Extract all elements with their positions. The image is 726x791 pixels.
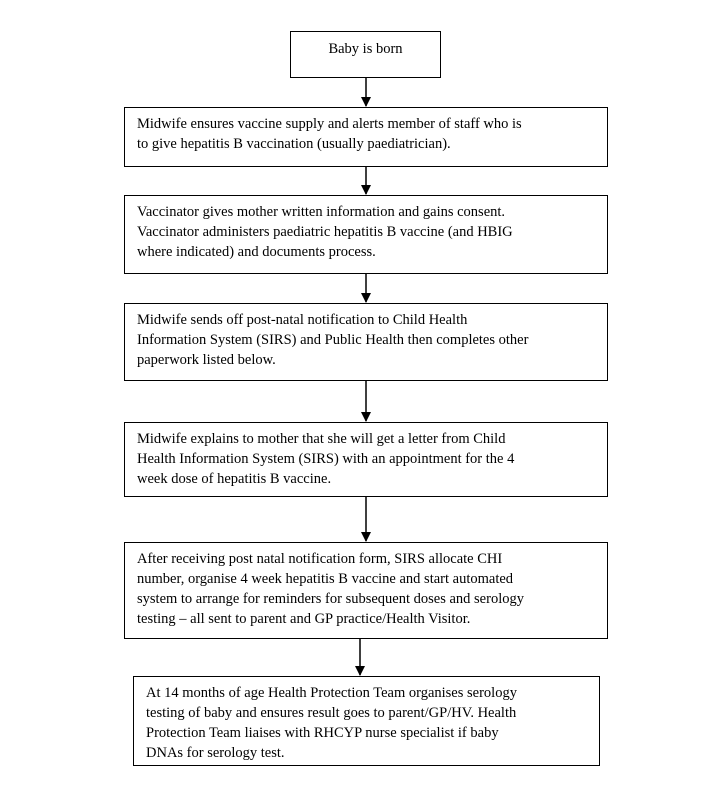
step-text-line: Midwife ensures vaccine supply and alert… — [137, 116, 522, 132]
step-text-line: Information System (SIRS) and Public Hea… — [137, 332, 529, 348]
step-box-baby-born: Baby is born — [290, 31, 441, 78]
step-box-midwife-explains-letter: Midwife explains to mother that she will… — [124, 422, 608, 497]
step-box-midwife-vaccine-supply: Midwife ensures vaccine supply and alert… — [124, 107, 608, 167]
step-text-line: Protection Team liaises with RHCYP nurse… — [146, 725, 499, 741]
step-text-line: to give hepatitis B vaccination (usually… — [137, 136, 451, 152]
step-text-line: Health Information System (SIRS) with an… — [137, 451, 515, 467]
step-text-line: Vaccinator administers paediatric hepati… — [137, 224, 513, 240]
step-text-line: After receiving post natal notification … — [137, 551, 503, 567]
step-text-line: Midwife explains to mother that she will… — [137, 431, 506, 447]
step-text-line: testing – all sent to parent and GP prac… — [137, 611, 471, 627]
step-text-line: testing of baby and ensures result goes … — [146, 705, 517, 721]
step-box-serology-testing: At 14 months of age Health Protection Te… — [133, 676, 600, 766]
step-text-line: Midwife sends off post-natal notificatio… — [137, 312, 468, 328]
step-text-line: system to arrange for reminders for subs… — [137, 591, 524, 607]
step-text-line: week dose of hepatitis B vaccine. — [137, 471, 332, 487]
step-box-vaccinator-consent: Vaccinator gives mother written informat… — [124, 195, 608, 274]
step-text-line: Vaccinator gives mother written informat… — [137, 204, 506, 220]
step-text-line: where indicated) and documents process. — [137, 244, 376, 260]
step-box-sirs-allocate-chi: After receiving post natal notification … — [124, 542, 608, 639]
step-text-line: Baby is born — [328, 41, 403, 57]
step-text-line: At 14 months of age Health Protection Te… — [146, 685, 517, 701]
step-text-line: number, organise 4 week hepatitis B vacc… — [137, 571, 514, 587]
step-text-line: DNAs for serology test. — [146, 745, 285, 761]
step-text-line: paperwork listed below. — [137, 352, 276, 368]
step-box-post-natal-notification: Midwife sends off post-natal notificatio… — [124, 303, 608, 381]
